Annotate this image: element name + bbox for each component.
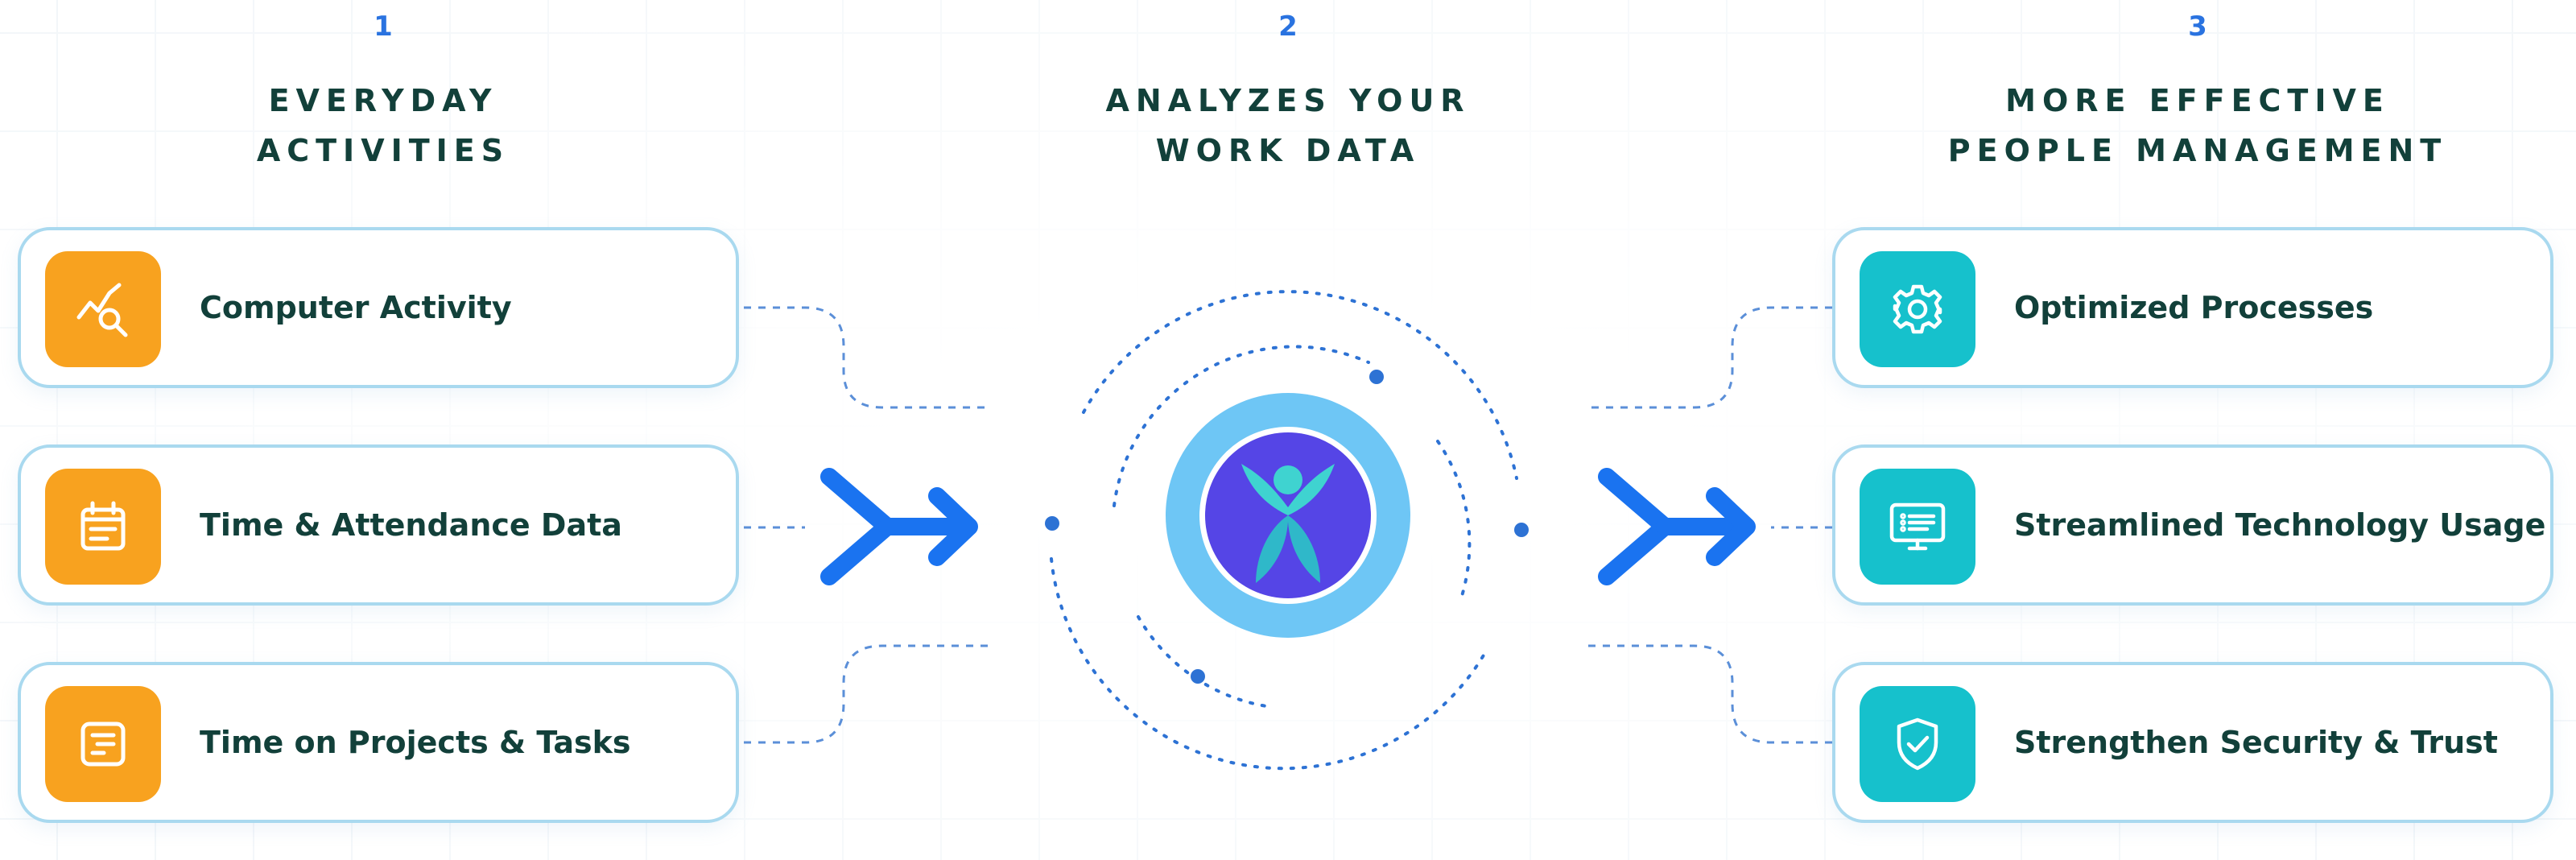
input-card-time-attendance: Time & Attendance Data xyxy=(18,444,739,606)
monitor-icon xyxy=(1860,469,1975,585)
center-logo xyxy=(1166,393,1410,638)
step-number: 2 xyxy=(1278,10,1298,43)
step-title: ANALYZES YOUR WORK DATA xyxy=(1006,76,1570,176)
step-2-header: 2 ANALYZES YOUR WORK DATA xyxy=(1006,6,1570,176)
calendar-icon xyxy=(45,469,161,585)
activity-search-icon xyxy=(45,251,161,367)
connector-projects-tasks xyxy=(744,644,990,744)
step-number: 3 xyxy=(2188,10,2207,43)
step-title-line: ANALYZES YOUR xyxy=(1105,83,1471,118)
task-list-icon xyxy=(45,686,161,802)
card-label: Time & Attendance Data xyxy=(200,507,622,543)
input-card-computer-activity: Computer Activity xyxy=(18,227,739,388)
outcome-card-technology-usage: Streamlined Technology Usage xyxy=(1832,444,2553,606)
step-title-line: WORK DATA xyxy=(1155,133,1421,168)
step-title: EVERYDAY ACTIVITIES xyxy=(101,76,665,176)
step-title-line: EVERYDAY xyxy=(268,83,498,118)
orbit-dots xyxy=(1045,370,1529,684)
step-number: 1 xyxy=(374,10,393,43)
input-card-projects-tasks: Time on Projects & Tasks xyxy=(18,662,739,823)
outcome-connectors xyxy=(1586,306,1832,744)
figure-logo-icon xyxy=(1241,464,1335,583)
card-label: Time on Projects & Tasks xyxy=(200,725,631,760)
card-label: Optimized Processes xyxy=(2014,290,2374,325)
step-title-line: MORE EFFECTIVE xyxy=(2005,83,2390,118)
step-3-header: 3 MORE EFFECTIVE PEOPLE MANAGEMENT xyxy=(1916,6,2479,176)
step-1-header: 1 EVERYDAY ACTIVITIES xyxy=(101,6,665,176)
card-label: Computer Activity xyxy=(200,290,512,325)
outcome-card-security-trust: Strengthen Security & Trust xyxy=(1832,662,2553,823)
outcome-card-optimized-processes: Optimized Processes xyxy=(1832,227,2553,388)
step-title: MORE EFFECTIVE PEOPLE MANAGEMENT xyxy=(1916,76,2479,176)
step-title-line: PEOPLE MANAGEMENT xyxy=(1947,133,2448,168)
shield-check-icon xyxy=(1860,686,1975,802)
step-title-line: ACTIVITIES xyxy=(256,133,510,168)
connector-security-trust xyxy=(1586,644,1832,744)
input-connectors xyxy=(744,306,990,744)
gear-icon xyxy=(1860,251,1975,367)
merge-arrow-left xyxy=(820,468,978,585)
connector-optimized-processes xyxy=(1586,306,1832,409)
connector-computer-activity xyxy=(744,306,990,409)
merge-arrow-right xyxy=(1598,468,1756,585)
card-label: Strengthen Security & Trust xyxy=(2014,725,2498,760)
card-label: Streamlined Technology Usage xyxy=(2014,507,2546,543)
